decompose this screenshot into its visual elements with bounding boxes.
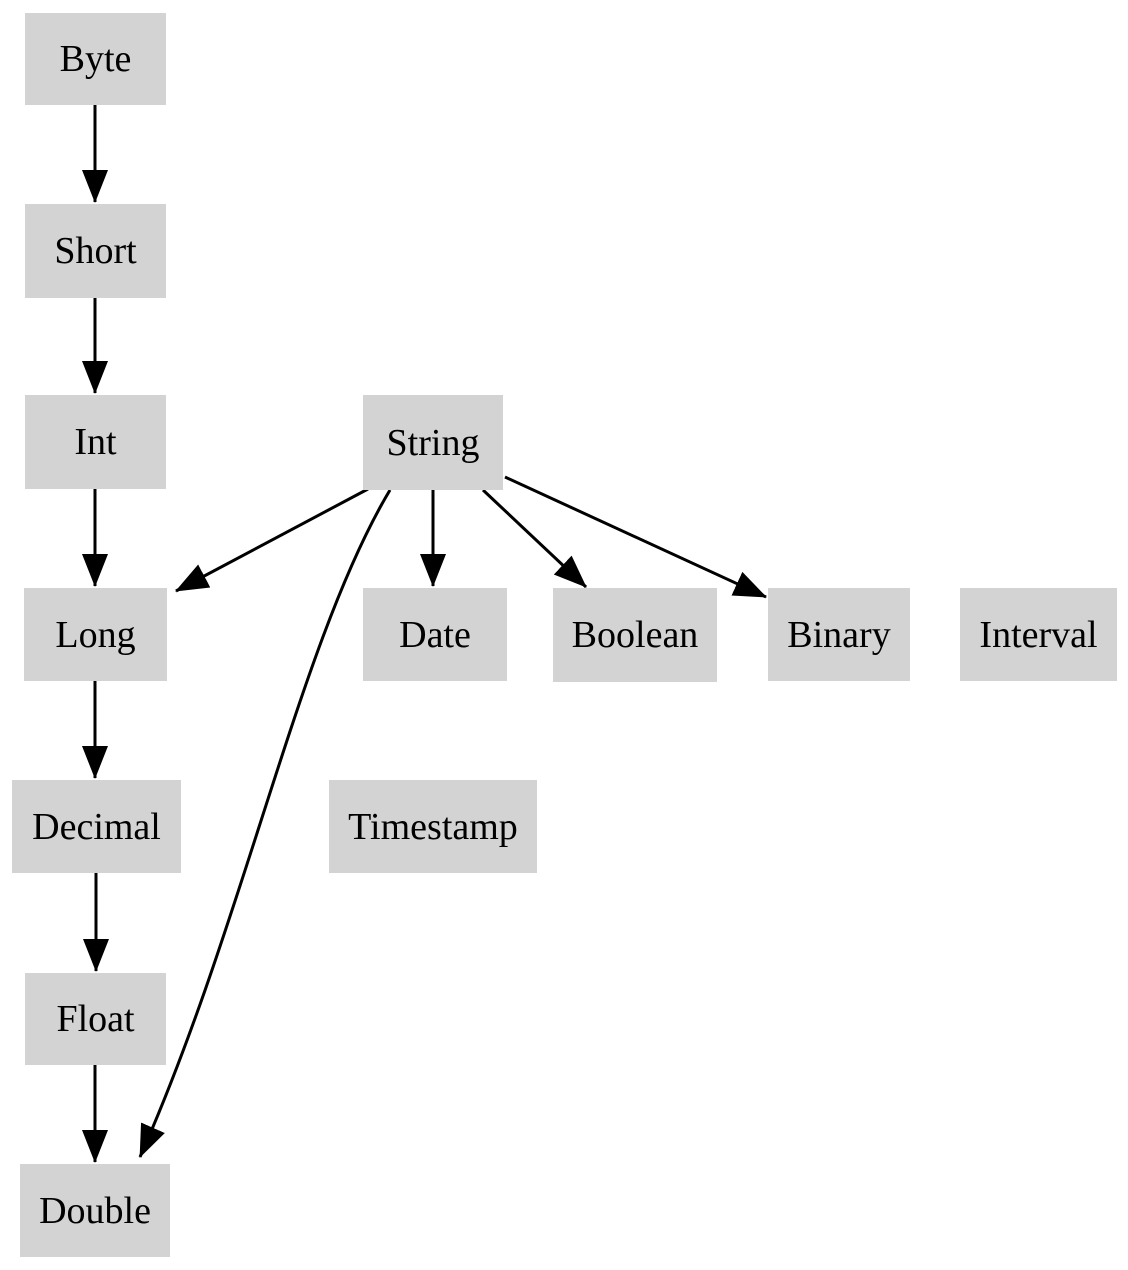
node-timestamp: Timestamp <box>329 780 537 873</box>
node-string: String <box>363 395 503 490</box>
edge-string-long <box>175 487 369 593</box>
node-double: Double <box>20 1164 170 1257</box>
node-interval: Interval <box>960 588 1117 681</box>
node-decimal: Decimal <box>12 780 181 873</box>
node-float: Float <box>25 973 166 1065</box>
node-long: Long <box>24 588 167 681</box>
node-binary: Binary <box>768 588 910 681</box>
edge-string-binary <box>504 475 767 599</box>
node-short: Short <box>25 204 166 298</box>
node-date: Date <box>363 588 507 681</box>
node-int: Int <box>25 395 166 489</box>
edge-string-boolean <box>481 488 588 589</box>
node-byte: Byte <box>25 13 166 105</box>
node-boolean: Boolean <box>553 588 717 682</box>
